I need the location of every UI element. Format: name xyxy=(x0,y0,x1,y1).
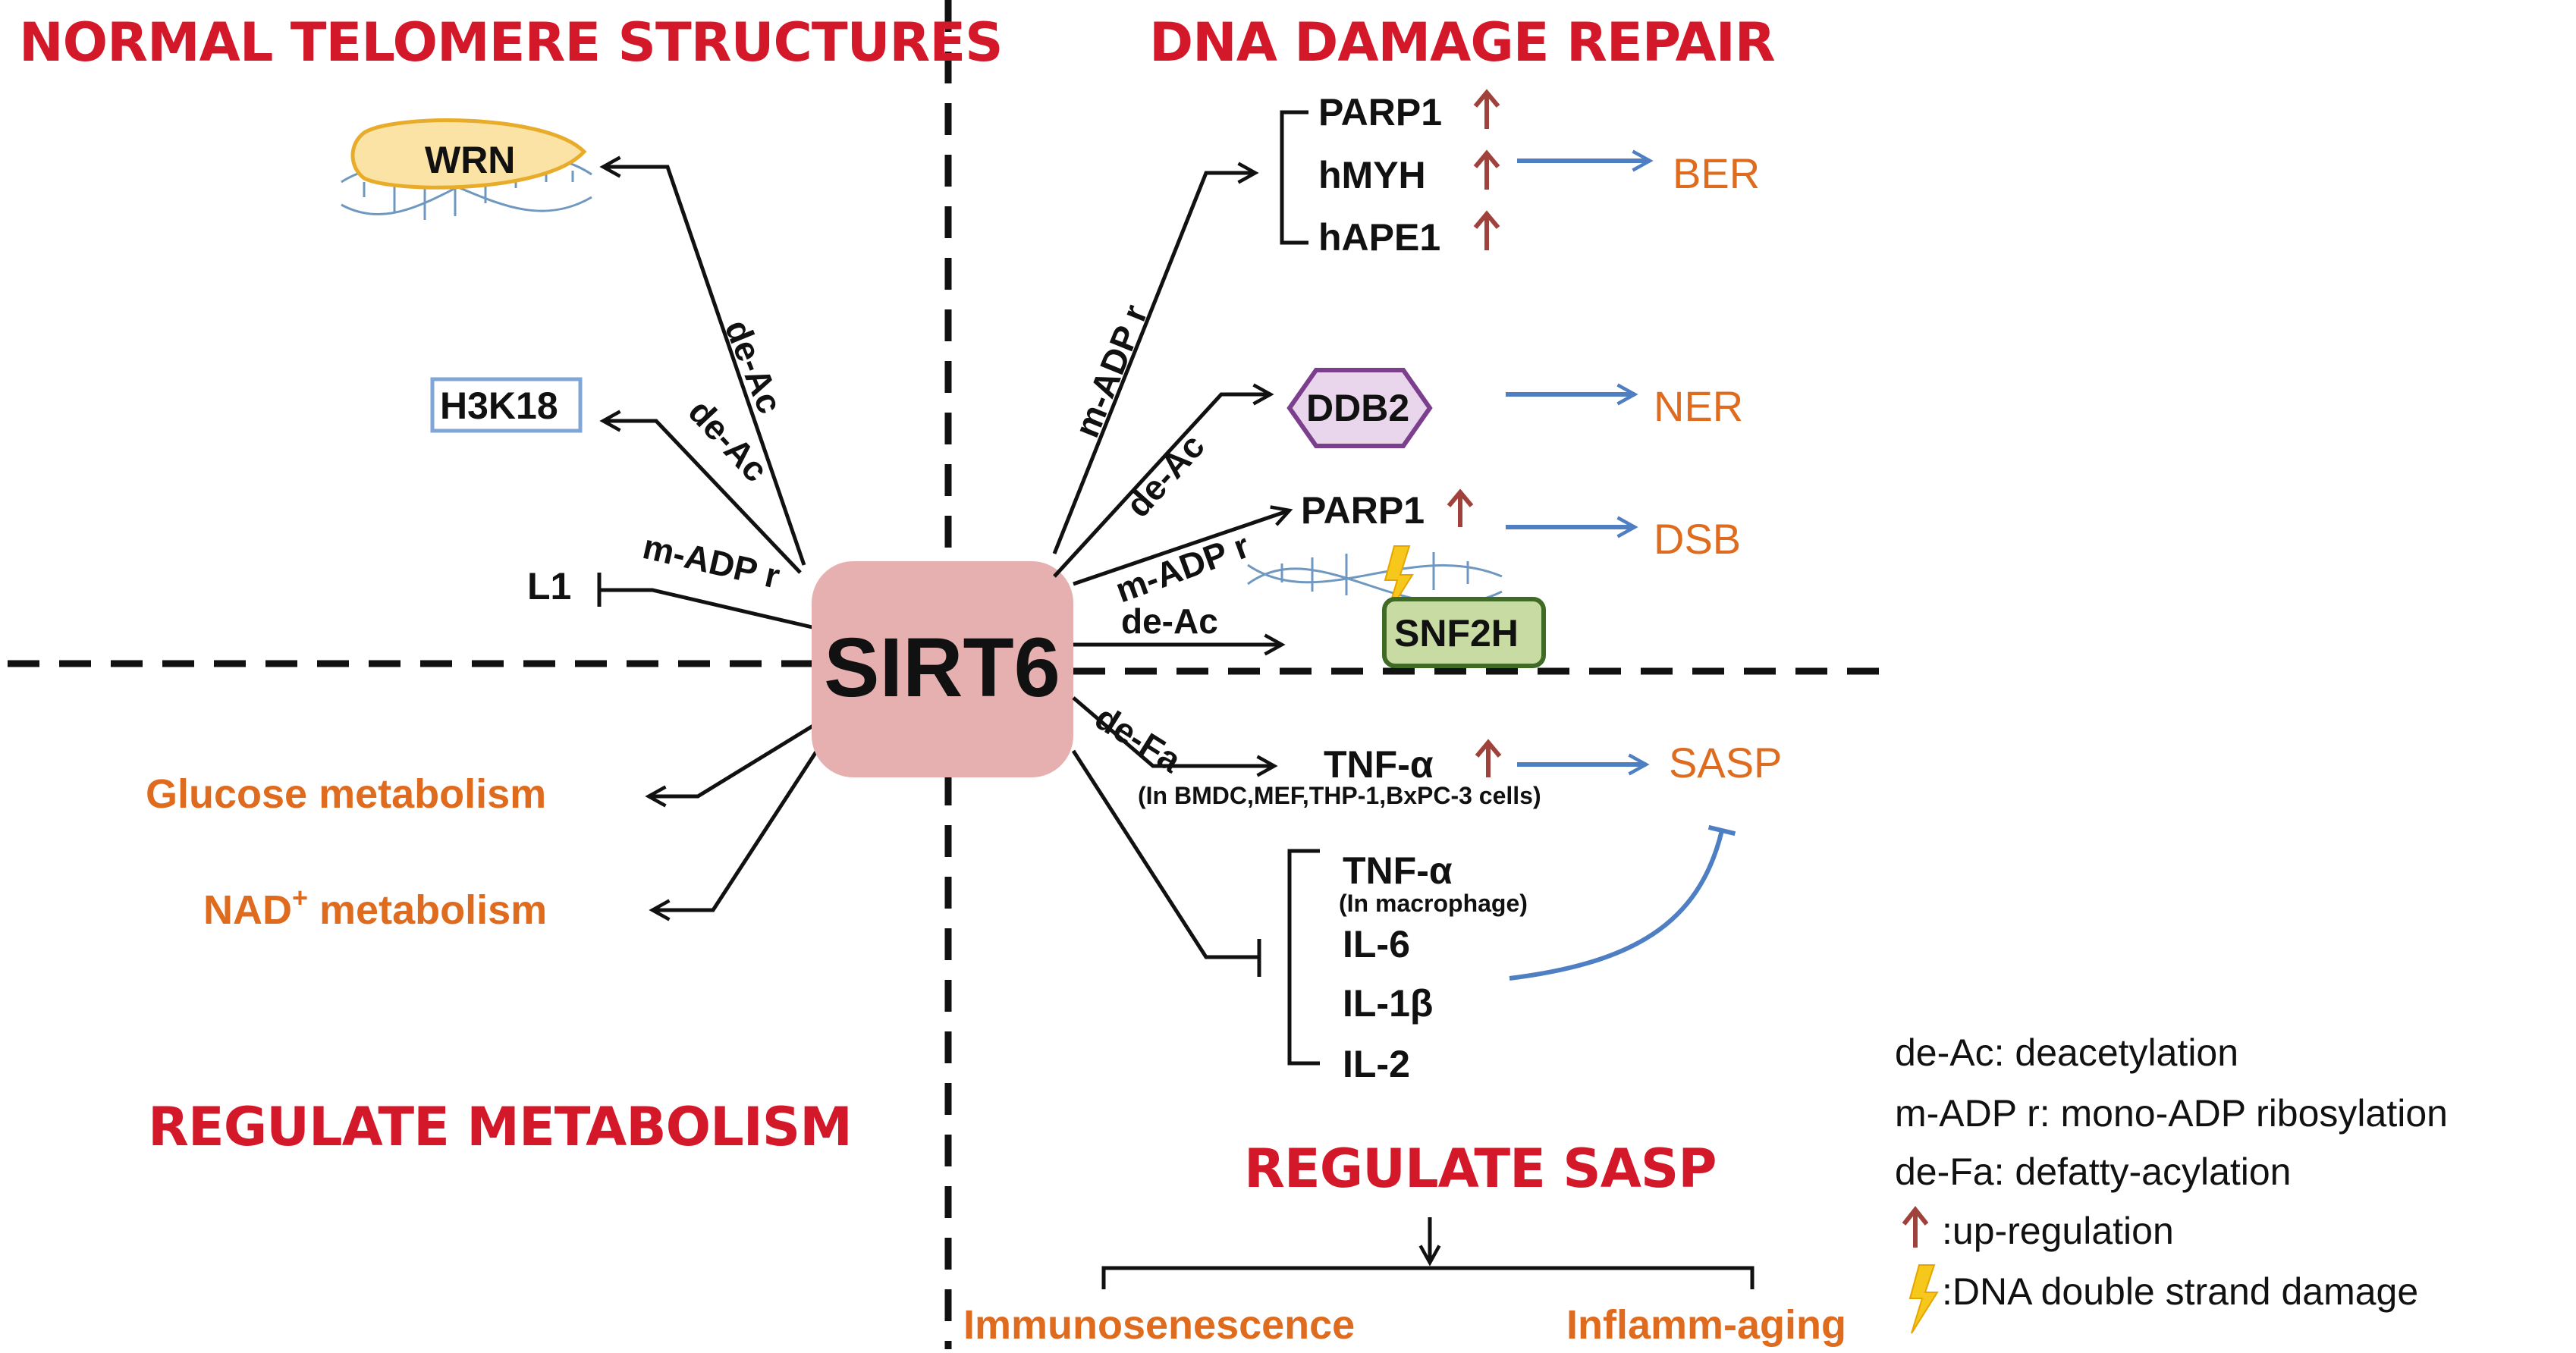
legend-de-fa: de-Fa: defatty-acylation xyxy=(1895,1151,2292,1193)
snf2h-box xyxy=(1382,597,1546,668)
edge-wrn xyxy=(599,155,806,566)
heading-dna-repair: DNA DAMAGE REPAIR xyxy=(1149,11,1775,74)
h3k18-label: H3K18 xyxy=(440,385,558,427)
snf2h-label: SNF2H xyxy=(1394,612,1519,655)
edge-h3k18 xyxy=(599,410,802,574)
edge-ddb2 xyxy=(1053,383,1274,578)
legend-m-adp-r: m-ADP r: mono-ADP ribosylation xyxy=(1895,1092,2448,1135)
edge-parp1 xyxy=(1073,505,1293,586)
legend-de-ac: de-Ac: deacetylation xyxy=(1895,1031,2238,1074)
heading-sasp: REGULATE SASP xyxy=(1244,1138,1717,1200)
edge-label-l1: m-ADP r xyxy=(639,526,784,596)
up-arrow-icon xyxy=(1475,739,1502,777)
wrn-label: WRN xyxy=(425,139,515,181)
cytokine-tnf: TNF-α xyxy=(1343,849,1453,892)
ddb2-hexagon xyxy=(1286,368,1433,448)
cytokine-il2: IL-2 xyxy=(1343,1043,1410,1085)
tnf-up-label: TNF-α xyxy=(1324,743,1434,786)
edge-label-parp1: m-ADP r xyxy=(1111,526,1255,611)
edge-label-ber: m-ADP r xyxy=(1067,299,1155,442)
legend-up-regulation: :up-regulation xyxy=(1942,1210,2174,1252)
ddb2-label: DDB2 xyxy=(1306,387,1409,429)
nad-metabolism-label: NAD+ metabolism xyxy=(203,882,547,933)
ber-item-hmyh: hMYH xyxy=(1318,154,1426,196)
ber-bracket xyxy=(1280,110,1308,245)
dsb-label: DSB xyxy=(1654,515,1741,563)
up-arrow-icon xyxy=(1473,210,1500,250)
tnf-up-note: (In BMDC,MEF,THP-1,BxPC-3 cells) xyxy=(1138,782,1541,809)
sasp-label: SASP xyxy=(1669,739,1782,786)
heading-metabolism: REGULATE METABOLISM xyxy=(148,1096,852,1158)
lightning-bolt-icon xyxy=(1908,1264,1939,1334)
heading-telomere: NORMAL TELOMERE STRUCTURES xyxy=(19,11,1003,74)
up-arrow-icon xyxy=(1447,488,1474,527)
outcome-inflamm-aging: Inflamm-aging xyxy=(1566,1302,1846,1348)
cytokine-il1b: IL-1β xyxy=(1343,982,1433,1025)
parp1-label: PARP1 xyxy=(1301,489,1425,532)
up-arrow-icon xyxy=(1473,149,1500,190)
outcome-immunosenescence: Immunosenescence xyxy=(963,1302,1355,1348)
sirt6-label: SIRT6 xyxy=(824,621,1060,714)
up-arrow-icon xyxy=(1902,1206,1929,1248)
edge-label-defa: de-Fa xyxy=(1089,697,1189,780)
inhibit-to-sasp xyxy=(1509,824,1736,981)
l1-label: L1 xyxy=(527,565,571,607)
legend-dna-damage: :DNA double strand damage xyxy=(1942,1270,2418,1313)
edge-label-snf2h: de-Ac xyxy=(1121,601,1218,641)
edge-label-wrn: de-Ac xyxy=(718,314,790,419)
up-arrow-icon xyxy=(1473,89,1500,129)
wrn-dna-complex: WRN xyxy=(341,118,592,220)
edge-inhibit-cytokines xyxy=(1071,749,1259,959)
dna-helix-icon xyxy=(1247,552,1503,604)
edge-l1 xyxy=(599,588,816,630)
ner-label: NER xyxy=(1654,382,1743,430)
edge-nad xyxy=(649,746,821,921)
cytokine-tnf-note: (In macrophage) xyxy=(1339,890,1528,917)
outcomes-bracket xyxy=(1101,1266,1755,1289)
wrn-shape xyxy=(350,118,587,190)
edge-glucose xyxy=(645,722,817,808)
ber-label: BER xyxy=(1673,149,1760,197)
sirt6-node xyxy=(812,561,1073,777)
legend: de-Ac: deacetylation m-ADP r: mono-ADP r… xyxy=(1895,1031,2448,1334)
edge-ber xyxy=(1052,162,1259,554)
edge-tnf-up xyxy=(1072,696,1278,777)
ber-item-hape1: hAPE1 xyxy=(1318,216,1440,259)
glucose-metabolism-label: Glucose metabolism xyxy=(146,771,546,817)
h3k18-box xyxy=(430,377,583,433)
edge-label-ddb2: de-Ac xyxy=(1118,426,1212,525)
ber-item-parp1: PARP1 xyxy=(1318,91,1442,133)
cytokine-bracket xyxy=(1287,849,1320,1066)
cytokine-il6: IL-6 xyxy=(1343,923,1410,965)
